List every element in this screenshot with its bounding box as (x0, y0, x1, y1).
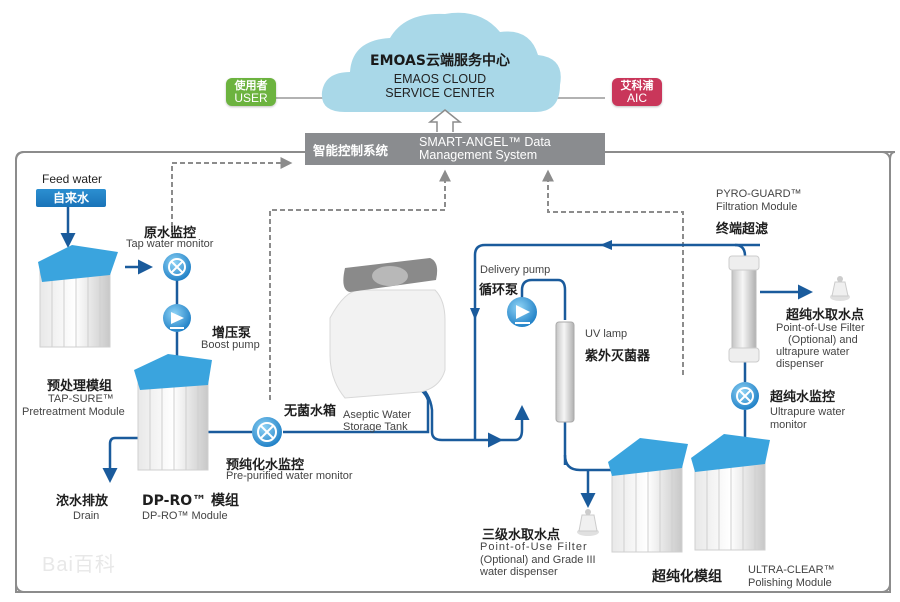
feed-water-label: Feed water (42, 172, 103, 186)
pyro-guard-en-1: PYRO-GUARD™ (716, 188, 802, 200)
boost-pump-en: Boost pump (201, 339, 260, 351)
user-badge-cn: 使用者 (234, 79, 268, 92)
ultrapure-point-en-2: (Optional) and (788, 334, 858, 346)
baidu-watermark: Bai百科 (42, 554, 116, 576)
grade3-point-en-3: water dispenser (480, 566, 558, 578)
delivery-pump-cn: 循环泵 (479, 283, 519, 298)
user-badge-en: USER (234, 91, 268, 105)
aic-badge-cn: 艾科浦 (620, 79, 654, 92)
boost-pump-icon (163, 304, 191, 332)
boost-pump-cn: 增压泵 (212, 326, 252, 341)
return-arrow-left (600, 240, 612, 250)
ultrapure-monitor-cn: 超纯水监控 (770, 390, 836, 405)
dashed-line-prepurified (269, 169, 451, 400)
delivery-pump-icon (507, 297, 537, 327)
grade3-point-cn: 三级水取水点 (482, 528, 561, 543)
ultrapure-monitor-en-1: Ultrapure water (770, 406, 846, 418)
tank-cn: 无菌水箱 (284, 404, 337, 419)
ultrapure-point-cn: 超纯水取水点 (786, 308, 865, 323)
grade3-dispenser-icon (577, 509, 599, 536)
aic-badge[interactable]: 艾科浦 AIC (612, 78, 662, 106)
dpro-cn: DP-RO™ 模组 (142, 493, 240, 509)
ultrapure-point-en-1: Point-of-Use Filter (776, 322, 865, 334)
aic-badge-en: AIC (626, 91, 647, 105)
cloud-shape (321, 12, 561, 112)
uv-lamp-cn: 紫外灭菌器 (585, 349, 651, 364)
ultrapure-point-en-3: ultrapure water (776, 346, 850, 358)
system-bar-cn: 智能控制系统 (313, 142, 389, 158)
system-bar-en-1: SMART-ANGEL™ Data (419, 135, 551, 149)
pyro-guard-cn: 终端超滤 (716, 222, 769, 237)
dpro-en: DP-RO™ Module (142, 510, 228, 522)
tap-monitor-en: Tap water monitor (126, 238, 214, 250)
cloud-title-cn: EMOAS云端服务中心 (370, 53, 510, 69)
pipe-pyro-top (734, 243, 747, 257)
ultrapure-monitor-en-2: monitor (770, 419, 807, 431)
pyro-guard-en-2: Filtration Module (716, 201, 798, 213)
ultrapure-point-en-4: dispenser (776, 358, 824, 370)
prepurified-monitor-cn: 预纯化水监控 (226, 458, 305, 473)
prepurified-monitor-en: Pre-purified water monitor (226, 470, 353, 482)
cloud-service-center: EMOAS云端服务中心 EMAOS CLOUD SERVICE CENTER (330, 50, 550, 100)
cloud-title-en-2: SERVICE CENTER (385, 86, 495, 100)
delivery-pump-en: Delivery pump (480, 264, 551, 276)
system-bar-en-2: Management System (419, 148, 538, 162)
pipe-ro-drain (102, 436, 138, 483)
tank-en-2: Storage Tank (343, 421, 408, 433)
pretreatment-en-1: TAP-SURE™ (48, 393, 114, 405)
drain-cn: 浓水排放 (56, 494, 109, 509)
polishing-en-2: Polishing Module (748, 577, 832, 589)
polishing-en-1: ULTRA-CLEAR™ (748, 564, 835, 576)
pipe-to-delivery-pump (500, 405, 530, 442)
dashed-line-tap (171, 157, 293, 235)
polishing-module-graphic-2 (691, 434, 770, 551)
pipe-return-loop (473, 243, 760, 440)
dpro-module-graphic (134, 354, 212, 471)
cloud-up-arrow (427, 109, 463, 132)
ultrapure-monitor-icon (731, 382, 759, 410)
smart-angel-system-bar[interactable]: 智能控制系统 SMART-ANGEL™ Data Management Syst… (305, 133, 605, 165)
dashed-line-ultrapure (542, 169, 684, 375)
pretreatment-cn: 预处理模组 (47, 379, 113, 394)
tap-monitor-cn: 原水监控 (144, 226, 197, 241)
uv-lamp-en: UV lamp (585, 328, 628, 340)
grade3-point-en-1: Point-of-Use Filter (480, 541, 588, 553)
cloud-title-en-1: EMAOS CLOUD (393, 72, 487, 86)
tank-en-1: Aseptic Water (343, 409, 412, 421)
ultrapure-dispenser-icon (830, 276, 850, 301)
pipe-uv-down-to-grade3 (563, 454, 620, 472)
feed-water-box: 自来水 (36, 189, 106, 207)
user-badge[interactable]: 使用者 USER (226, 78, 276, 106)
polishing-cn: 超纯化模组 (652, 569, 722, 585)
aseptic-tank-graphic (329, 258, 446, 399)
uv-lamp-graphic (555, 321, 575, 423)
return-arrow-down (470, 308, 480, 320)
grade3-point-en-2: (Optional) and Grade III (480, 554, 596, 566)
pyro-guard-graphic (728, 255, 760, 363)
prepurified-monitor-icon (252, 417, 282, 447)
tap-monitor-icon (163, 253, 191, 281)
pretreatment-module-graphic (38, 245, 118, 348)
drain-en: Drain (73, 510, 100, 522)
pipe-pump-to-uv (520, 278, 567, 320)
polishing-module-graphic-1 (608, 438, 688, 553)
pretreatment-en-2: Pretreatment Module (22, 406, 125, 418)
